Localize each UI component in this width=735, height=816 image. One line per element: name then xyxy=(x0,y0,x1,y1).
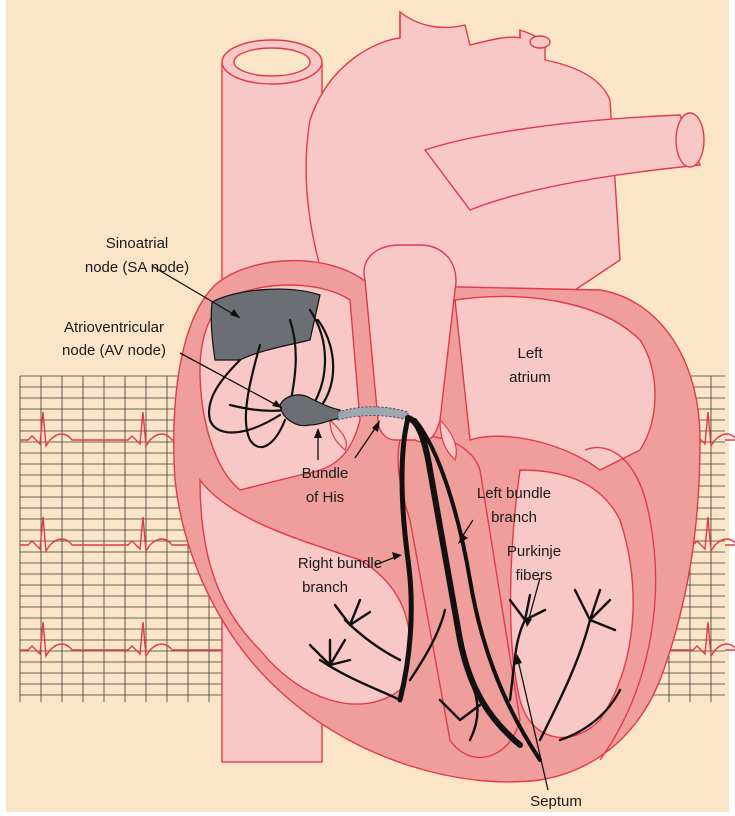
left-atrium-label-line2: atrium xyxy=(509,369,551,386)
purkinje-label-line2: fibers xyxy=(516,567,553,584)
left-bundle-label-line1: Left bundle xyxy=(477,485,551,502)
sa-node-label-line1: Sinoatrial xyxy=(106,235,169,252)
left-atrium-label-line1: Left xyxy=(517,345,543,362)
right-bundle-label-line2: branch xyxy=(302,579,348,596)
av-node-label-line1: Atrioventricular xyxy=(64,319,164,336)
left-bundle-label-line2: branch xyxy=(491,509,537,526)
bundle-his-label-line1: Bundle xyxy=(302,465,349,482)
purkinje-label-line1: Purkinje xyxy=(507,543,561,560)
septum-label: Septum xyxy=(530,793,582,810)
right-bundle-label-line1: Right bundle xyxy=(298,555,382,572)
sa-node-label-line2: node (SA node) xyxy=(85,259,189,276)
bundle-his-label-line2: of His xyxy=(306,489,344,506)
av-node-label-line2: node (AV node) xyxy=(62,342,166,359)
